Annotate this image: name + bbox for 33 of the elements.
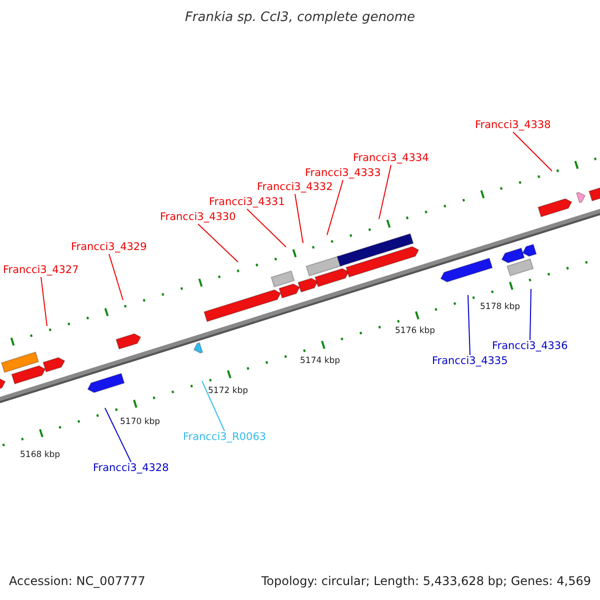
gene-label: Francci3_4336 [492, 340, 568, 353]
leader-line [40, 276, 48, 326]
scale-label: 5170 kbp [120, 417, 160, 427]
scale-label: 5178 kbp [480, 302, 520, 312]
gene-label: Francci3_4333 [305, 167, 381, 180]
gene-label: Francci3_4332 [257, 181, 333, 194]
leader-line [202, 380, 225, 432]
leader-line [198, 224, 238, 262]
scale-label: 5174 kbp [300, 356, 340, 366]
gene-label: Francci3_4329 [71, 241, 147, 254]
leader-line [326, 180, 344, 236]
gene-label: Francci3_4338 [475, 119, 551, 132]
gene-label: Francci3_4335 [432, 355, 508, 368]
scale-label: 5168 kbp [20, 450, 60, 460]
gene-label: Francci3_4330 [160, 211, 236, 224]
leader-line [246, 208, 286, 248]
gene-label: Francci3_4334 [353, 152, 429, 165]
leader-line [468, 294, 470, 356]
leader-line [530, 288, 532, 340]
leader-line [378, 164, 392, 220]
gene-label: Francci3_4331 [209, 196, 285, 209]
leader-line [108, 254, 124, 300]
scale-label: 5172 kbp [208, 386, 248, 396]
leader-line [294, 194, 304, 244]
gene-label: Francci3_4328 [93, 462, 169, 475]
footer-text: Topology: circular; Length: 5,433,628 bp; Genes: 4,569 [261, 574, 591, 588]
gene-label: Francci3_4327 [3, 264, 79, 277]
footer-text: Accession: NC_007777 [9, 574, 146, 588]
scale-label: 5176 kbp [395, 326, 436, 336]
leader-line [512, 132, 552, 172]
leader-line [104, 408, 132, 462]
title: Frankia sp. CcI3, complete genome [184, 10, 416, 25]
gene-label: Francci3_R0063 [183, 431, 266, 444]
